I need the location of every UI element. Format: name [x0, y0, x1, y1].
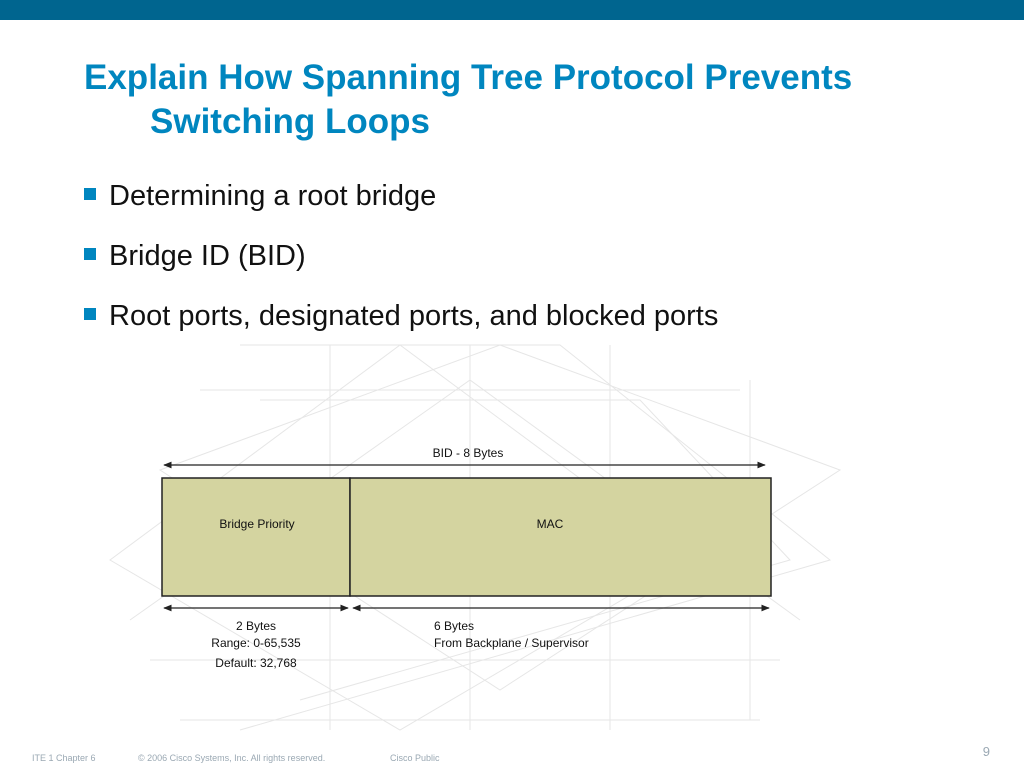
title-line-1: Explain How Spanning Tree Protocol Preve… — [84, 58, 853, 97]
bridge-priority-field — [161, 477, 351, 597]
bridge-priority-label: Bridge Priority — [219, 517, 294, 531]
mac-size: 6 Bytes — [434, 619, 474, 633]
bridge-priority-default: Default: 32,768 — [215, 656, 297, 670]
bullet-list: Determining a root bridge Bridge ID (BID… — [84, 172, 984, 352]
bullet-marker-icon — [84, 188, 96, 200]
top-bar — [0, 0, 1024, 20]
bid-label: BID - 8 Bytes — [433, 446, 504, 460]
mac-source: From Backplane / Supervisor — [434, 636, 589, 650]
slide-title: Explain How Spanning Tree Protocol Preve… — [84, 56, 984, 144]
bullet-marker-icon — [84, 308, 96, 320]
footer-classification: Cisco Public — [390, 753, 440, 763]
bullet-item: Root ports, designated ports, and blocke… — [84, 292, 984, 352]
bridge-priority-size: 2 Bytes — [236, 619, 276, 633]
bullet-text: Bridge ID (BID) — [109, 240, 306, 272]
mac-field — [349, 477, 772, 597]
bullet-marker-icon — [84, 248, 96, 260]
bullet-text: Determining a root bridge — [109, 180, 437, 212]
footer-copyright: © 2006 Cisco Systems, Inc. All rights re… — [138, 753, 326, 763]
page-number: 9 — [982, 744, 990, 759]
mac-label: MAC — [537, 517, 564, 531]
bullet-text: Root ports, designated ports, and blocke… — [109, 300, 719, 332]
footer-course: ITE 1 Chapter 6 — [32, 753, 96, 763]
title-line-2: Switching Loops — [150, 102, 430, 141]
bullet-item: Determining a root bridge — [84, 172, 984, 232]
bullet-item: Bridge ID (BID) — [84, 232, 984, 292]
bridge-priority-range: Range: 0-65,535 — [211, 636, 301, 650]
